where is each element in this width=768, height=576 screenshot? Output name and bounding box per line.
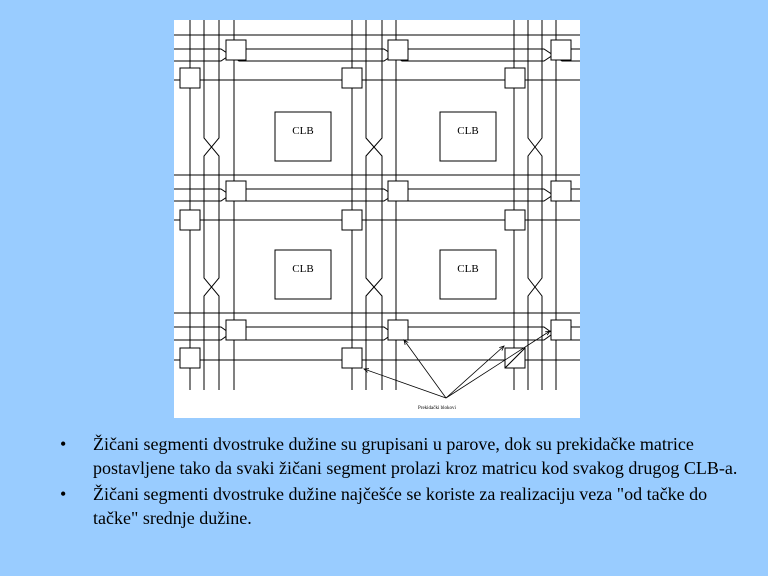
routing-diagram-svg: CLB CLB CLB CLB Prekidački blokovi bbox=[174, 20, 580, 411]
clb-label: CLB bbox=[292, 263, 313, 275]
switch-box bbox=[504, 209, 526, 231]
arrow-head-icon bbox=[499, 345, 505, 351]
v-double-wire bbox=[365, 20, 383, 390]
v-double-wire bbox=[527, 20, 543, 390]
bullet-marker: • bbox=[60, 434, 67, 454]
callout-arrow bbox=[445, 330, 551, 399]
v-double-wire bbox=[203, 20, 220, 390]
switch-box-diagonal bbox=[504, 347, 526, 369]
switch-box bbox=[387, 319, 409, 341]
switch-box bbox=[179, 347, 201, 369]
switch-box bbox=[550, 180, 572, 202]
clb-block bbox=[274, 249, 332, 300]
switch-box bbox=[550, 319, 572, 341]
clb-block bbox=[439, 249, 497, 300]
clb-block bbox=[274, 111, 332, 162]
v-double-wire bbox=[527, 20, 543, 390]
callout-label: Prekidački blokovi bbox=[418, 406, 457, 411]
switch-box bbox=[225, 319, 247, 341]
callout-arrow bbox=[403, 339, 447, 399]
v-double-wire bbox=[365, 20, 383, 390]
routing-diagram: CLB CLB CLB CLB Prekidački blokovi bbox=[174, 20, 580, 418]
switch-box bbox=[387, 39, 409, 61]
clb-label: CLB bbox=[457, 125, 478, 137]
bullet-item-1: • Žičani segmenti dvostruke dužine su gr… bbox=[60, 432, 740, 480]
bullet-item-2: • Žičani segmenti dvostruke dužine najče… bbox=[60, 482, 740, 530]
switch-box bbox=[179, 67, 201, 89]
clb-block bbox=[439, 111, 497, 162]
switch-box bbox=[341, 209, 363, 231]
switch-box bbox=[550, 39, 572, 61]
switch-box bbox=[341, 347, 363, 369]
switch-box bbox=[504, 67, 526, 89]
v-double-wire bbox=[203, 20, 220, 390]
bullet-text: Žičani segmenti dvostruke dužine najčešć… bbox=[93, 484, 708, 528]
switch-box bbox=[225, 180, 247, 202]
arrow-head-icon bbox=[403, 339, 409, 345]
arrow-head-icon bbox=[363, 368, 370, 373]
callout-arrow bbox=[445, 345, 505, 399]
clb-label: CLB bbox=[292, 125, 313, 137]
bullet-list: • Žičani segmenti dvostruke dužine su gr… bbox=[60, 432, 740, 532]
clb-label: CLB bbox=[457, 263, 478, 275]
bullet-text: Žičani segmenti dvostruke dužine su grup… bbox=[93, 434, 738, 478]
switch-box bbox=[387, 180, 409, 202]
arrow-head-icon bbox=[545, 330, 551, 336]
bullet-marker: • bbox=[60, 484, 67, 504]
switch-box bbox=[341, 67, 363, 89]
switch-box bbox=[179, 209, 201, 231]
callout-arrow bbox=[363, 368, 447, 399]
switch-box bbox=[225, 39, 247, 61]
